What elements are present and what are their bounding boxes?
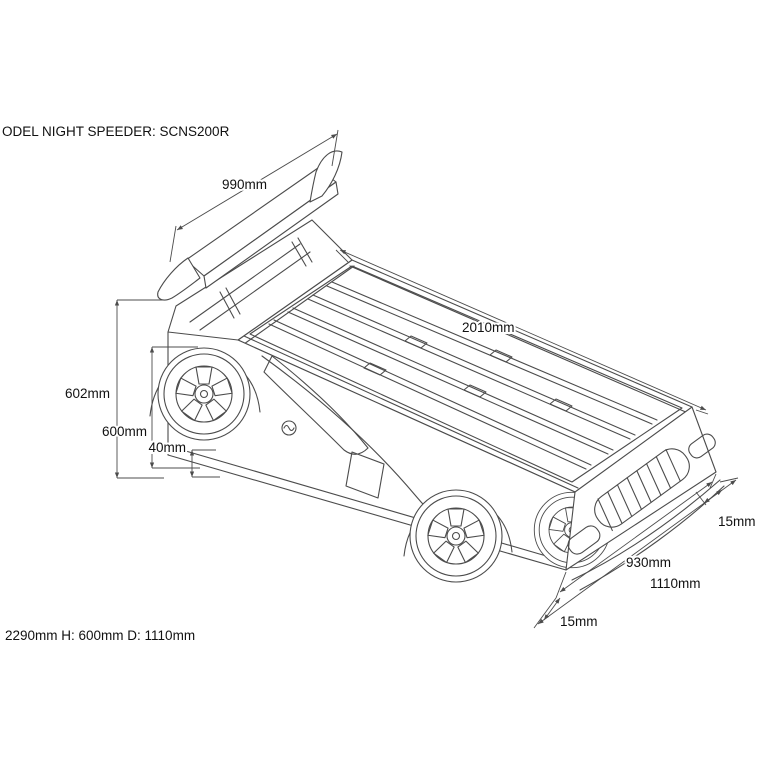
dim-bumper-lip-left: 15mm	[560, 614, 598, 629]
dim-overall-width: 1110mm	[650, 576, 701, 591]
spoiler-strut	[219, 287, 241, 319]
dim-bed-length: 2010mm	[462, 320, 515, 335]
footer-dimensions-label: 2290mm H: 600mm D: 1110mm	[5, 628, 195, 643]
door-handle	[345, 451, 385, 499]
dim-clearance: 40mm	[148, 440, 186, 455]
spoiler-strut	[291, 237, 313, 267]
headlight-right-icon	[688, 433, 716, 459]
dim-overall-height: 602mm	[65, 386, 110, 401]
front-wheel-icon	[409, 489, 503, 583]
dim-body-width: 930mm	[626, 555, 671, 570]
side-emblem-icon	[281, 420, 297, 436]
rear-deck-line	[199, 251, 311, 331]
rear-deck	[167, 219, 353, 341]
rear-wheel-icon	[157, 347, 251, 441]
rear-deck-line	[189, 243, 301, 323]
labels: ODEL NIGHT SPEEDER: SCNS200R 990mm 2010m…	[2, 124, 758, 643]
dim-spoiler-width: 990mm	[222, 177, 267, 192]
dim-body-height: 600mm	[102, 424, 147, 439]
dim-bumper-lip-right: 15mm	[718, 514, 756, 529]
dimension-lines	[114, 129, 739, 629]
model-label: ODEL NIGHT SPEEDER: SCNS200R	[2, 124, 230, 139]
side-window	[263, 355, 369, 455]
